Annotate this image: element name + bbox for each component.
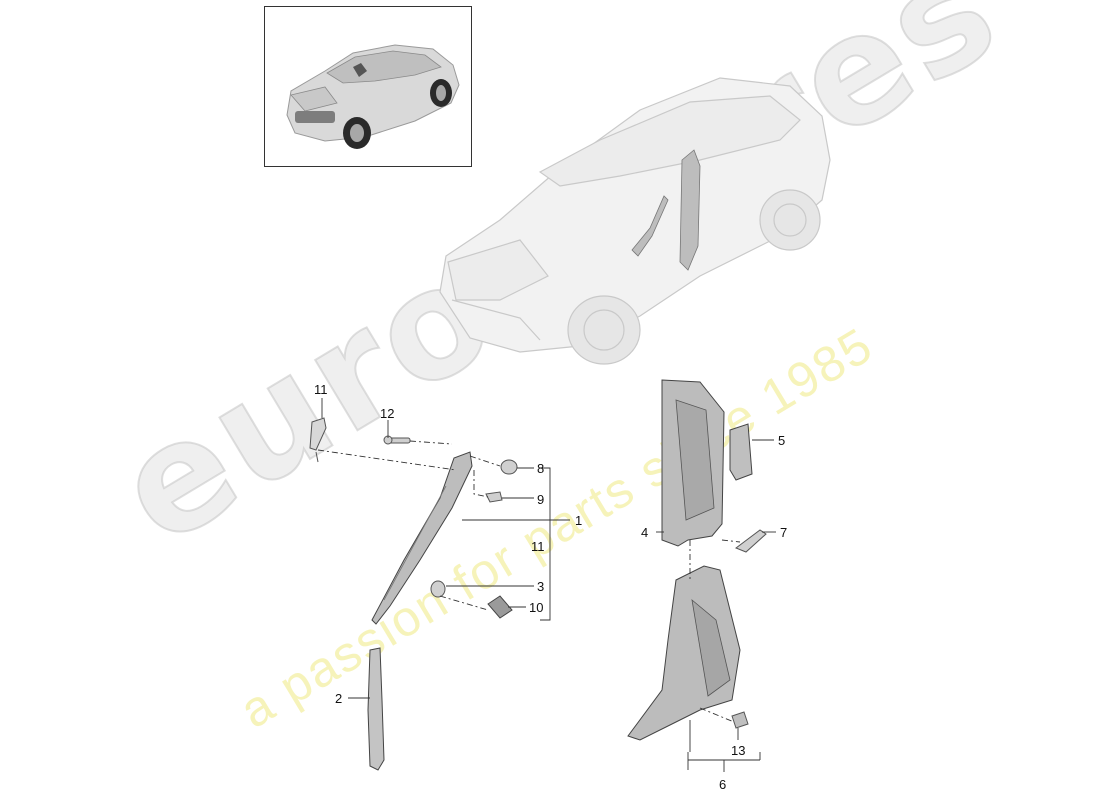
part-7-bracket <box>734 529 767 553</box>
part-9-clip <box>485 491 503 503</box>
leader-lines <box>321 398 776 772</box>
callout-1: 1 <box>575 513 583 528</box>
car-outline <box>439 77 831 365</box>
callout-11-bracket: 11 <box>531 539 545 554</box>
thumbnail-car-icon <box>286 44 460 149</box>
part-5-cover <box>729 423 753 481</box>
callout-6: 6 <box>719 777 727 792</box>
car-pillar-highlight <box>631 149 701 271</box>
part-6-lower-trim <box>627 565 741 741</box>
callout-10: 10 <box>529 600 544 615</box>
part-3-clip <box>430 580 446 598</box>
callout-5: 5 <box>778 433 786 448</box>
part-2-pillar-trim <box>367 647 385 771</box>
assembly-lines <box>317 440 741 723</box>
callout-7: 7 <box>780 525 788 540</box>
callout-2: 2 <box>335 691 343 706</box>
part-10-pad <box>487 595 513 619</box>
callout-9: 9 <box>537 492 545 507</box>
part-1-a-pillar-trim <box>371 451 473 625</box>
part-12-screw <box>383 435 411 445</box>
part-11-clip <box>309 417 327 463</box>
callout-12: 12 <box>380 406 395 421</box>
callout-4: 4 <box>641 525 649 540</box>
part-13-clip <box>731 711 749 729</box>
callout-8: 8 <box>537 461 545 476</box>
callout-13: 13 <box>731 743 746 758</box>
vehicle-thumbnail <box>264 6 472 167</box>
callout-11-top: 11 <box>314 382 328 397</box>
part-8-grommet <box>500 459 518 475</box>
callout-3: 3 <box>537 579 545 594</box>
